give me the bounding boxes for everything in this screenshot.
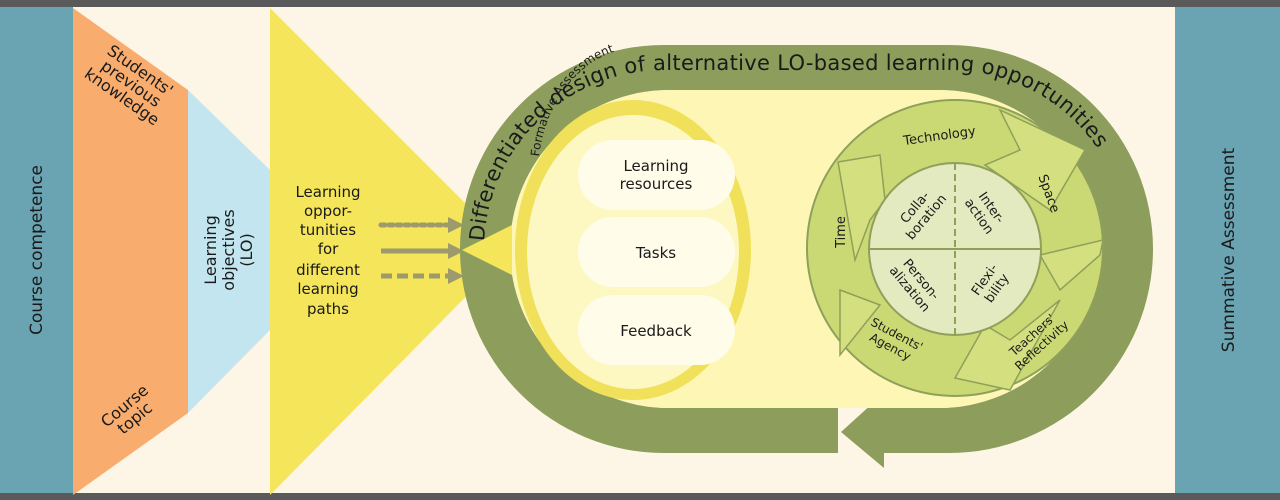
- factor-time: Time: [834, 216, 849, 249]
- svg-text:(LO): (LO): [237, 233, 256, 266]
- formative-item-feedback: Feedback: [578, 295, 735, 365]
- svg-text:paths: paths: [307, 300, 349, 318]
- learning-opportunities-label: Learning oppor- tunities for different l…: [295, 183, 360, 318]
- summative-assessment-label: Summative Assessment: [1219, 147, 1239, 352]
- bottom-frame: [0, 493, 1280, 500]
- svg-text:Learning: Learning: [295, 183, 360, 201]
- course-competence-bar: [0, 7, 73, 493]
- svg-text:Feedback: Feedback: [620, 322, 692, 340]
- arrowhead-icon: [448, 217, 464, 233]
- svg-text:for: for: [318, 240, 339, 258]
- svg-text:Learning: Learning: [201, 215, 220, 284]
- summative-assessment-bar: [1175, 7, 1280, 493]
- svg-text:tunities: tunities: [300, 221, 356, 239]
- svg-text:different: different: [296, 261, 360, 279]
- formative-item-tasks: Tasks: [578, 217, 735, 287]
- arrowhead-icon: [448, 243, 464, 259]
- arrowhead-icon: [448, 268, 464, 284]
- cycle-arrow-agency: [839, 288, 882, 358]
- cycle-arrow-reflectivity: [953, 299, 1061, 391]
- formative-item-learning-resources: Learning resources: [578, 140, 735, 210]
- pill: [578, 217, 735, 287]
- svg-text:Tasks: Tasks: [635, 244, 676, 262]
- learning-objectives-label: Learning objectives (LO): [201, 209, 256, 290]
- factors-circle: Technology Space Teachers' Reflectivity …: [806, 99, 1104, 397]
- svg-text:objectives: objectives: [219, 209, 238, 290]
- course-competence-label: Course competence: [27, 165, 47, 335]
- svg-text:Learning: Learning: [623, 157, 688, 175]
- triangle-tip: [462, 225, 512, 275]
- pill: [578, 295, 735, 365]
- svg-text:learning: learning: [297, 280, 358, 298]
- learning-path-arrows: [378, 217, 464, 284]
- pill: [578, 140, 735, 210]
- top-frame: [0, 0, 1280, 7]
- cycle-arrow-technology: [983, 108, 1087, 212]
- svg-text:oppor-: oppor-: [304, 202, 352, 220]
- cycle-arrows: [837, 108, 1104, 391]
- orange-panel: [73, 8, 188, 495]
- cycle-arrow-space: [1038, 238, 1104, 292]
- svg-text:resources: resources: [620, 175, 693, 193]
- learning-objectives-panel: [188, 90, 270, 413]
